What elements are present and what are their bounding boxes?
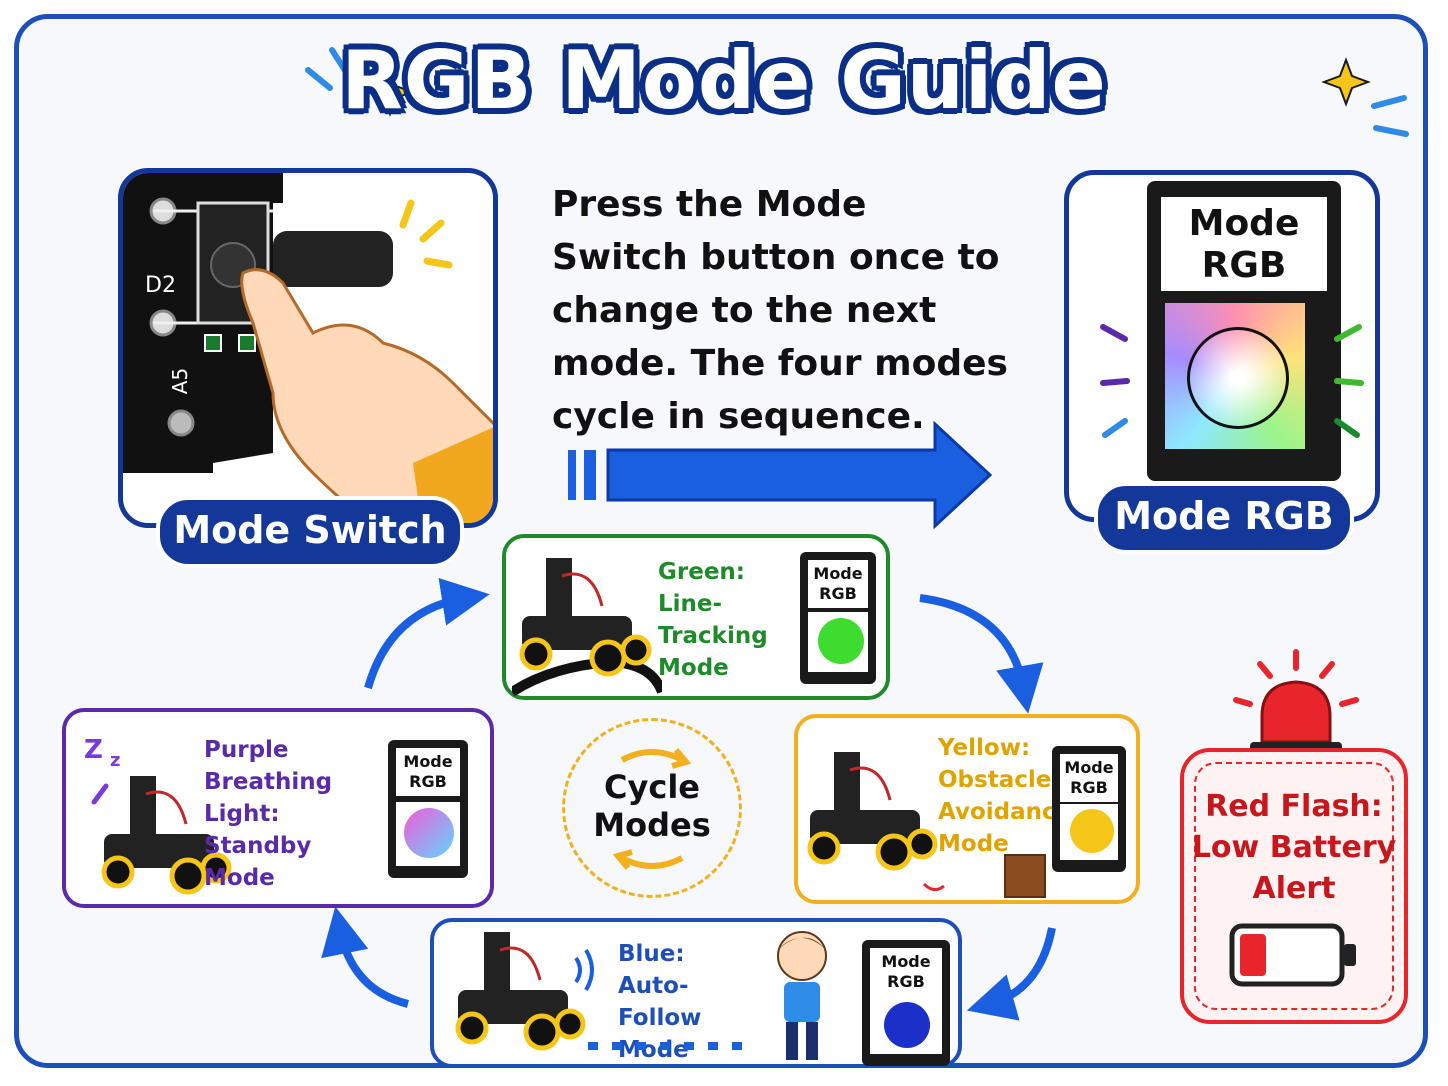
mode-switch-illustration (123, 173, 493, 523)
yellow-device-label: Mode RGB (1060, 754, 1118, 802)
yellow-light-dot (1070, 809, 1114, 853)
purple-mode-text: Purple Breathing Light: Standby Mode (204, 737, 333, 891)
robot-car-standby-icon: Z z (84, 735, 232, 895)
next-mode-arrow-icon (568, 420, 993, 530)
mode-switch-panel: D2 A5 (118, 168, 498, 528)
yellow-mode-text: Yellow: Obstacle-Avoidance Mode (938, 735, 1072, 857)
blue-mode-device: Mode RGB (862, 940, 950, 1066)
rgb-light-window (1165, 303, 1305, 449)
cycle-arrows-icon (612, 748, 692, 870)
mode-rgb-label: Mode RGB (1094, 482, 1354, 554)
green-light-dot (818, 618, 864, 664)
arrow-blue-to-purple (321, 906, 410, 1008)
yellow-mode-card: Yellow: Obstacle-Avoidance Mode Mode RGB (794, 714, 1140, 904)
cycle-modes-label: Cycle Modes (593, 768, 711, 844)
rgb-module-screen-label: Mode RGB (1161, 197, 1327, 291)
purple-mode-card: Z z Purple Breathing Light: Standby Mode… (62, 708, 494, 908)
green-mode-device: Mode RGB (800, 552, 876, 684)
blue-device-label: Mode RGB (870, 948, 942, 996)
blue-mode-text: Blue: Auto-Follow Mode (618, 941, 702, 1063)
obstacle-box-icon (1004, 854, 1046, 898)
cycle-modes-circle (562, 718, 742, 898)
purple-device-label: Mode RGB (396, 748, 460, 796)
green-mode-card: Green: Line-Tracking Mode Mode RGB (502, 534, 890, 700)
robot-car-icon (455, 932, 594, 1051)
glow-lines-left-icon (1100, 324, 1130, 438)
click-burst-icon (399, 199, 453, 269)
pin-label-d2: D2 (145, 273, 176, 298)
alarm-beacon-icon (1233, 649, 1359, 758)
robot-car-icon (512, 558, 662, 696)
sparkle-left-icon (305, 47, 415, 117)
glow-lines-right-icon (1334, 324, 1364, 438)
page-title: RGB Mode Guide (341, 34, 1107, 127)
child-figure-icon (777, 931, 827, 1060)
mode-rgb-panel: Mode RGB (1064, 170, 1380, 522)
yellow-mode-device: Mode RGB (1052, 746, 1126, 872)
arrow-purple-to-green (364, 578, 490, 690)
purple-mode-device: Mode RGB (388, 740, 468, 878)
green-mode-text: Green: Line-Tracking Mode (658, 559, 768, 681)
arrow-green-to-yellow (919, 594, 1044, 714)
low-battery-icon (1229, 923, 1356, 987)
blue-light-dot (884, 1002, 930, 1048)
green-device-label: Mode RGB (808, 560, 868, 608)
instruction-text: Press the Mode Switch button once to cha… (552, 184, 1008, 437)
blue-mode-card: Blue: Auto-Follow Mode Mode RGB (430, 918, 962, 1068)
follow-dots-icon (588, 1042, 742, 1050)
robot-car-icon (807, 752, 945, 891)
arrow-yellow-to-blue (966, 927, 1056, 1021)
mode-switch-label: Mode Switch (156, 496, 464, 568)
svg-text:z: z (110, 750, 120, 771)
svg-text:Z: Z (84, 735, 103, 765)
sparkle-right-icon (1321, 57, 1409, 137)
purple-light-dot (404, 808, 454, 858)
low-battery-alert-text: Red Flash: Low Battery Alert (1191, 789, 1397, 906)
